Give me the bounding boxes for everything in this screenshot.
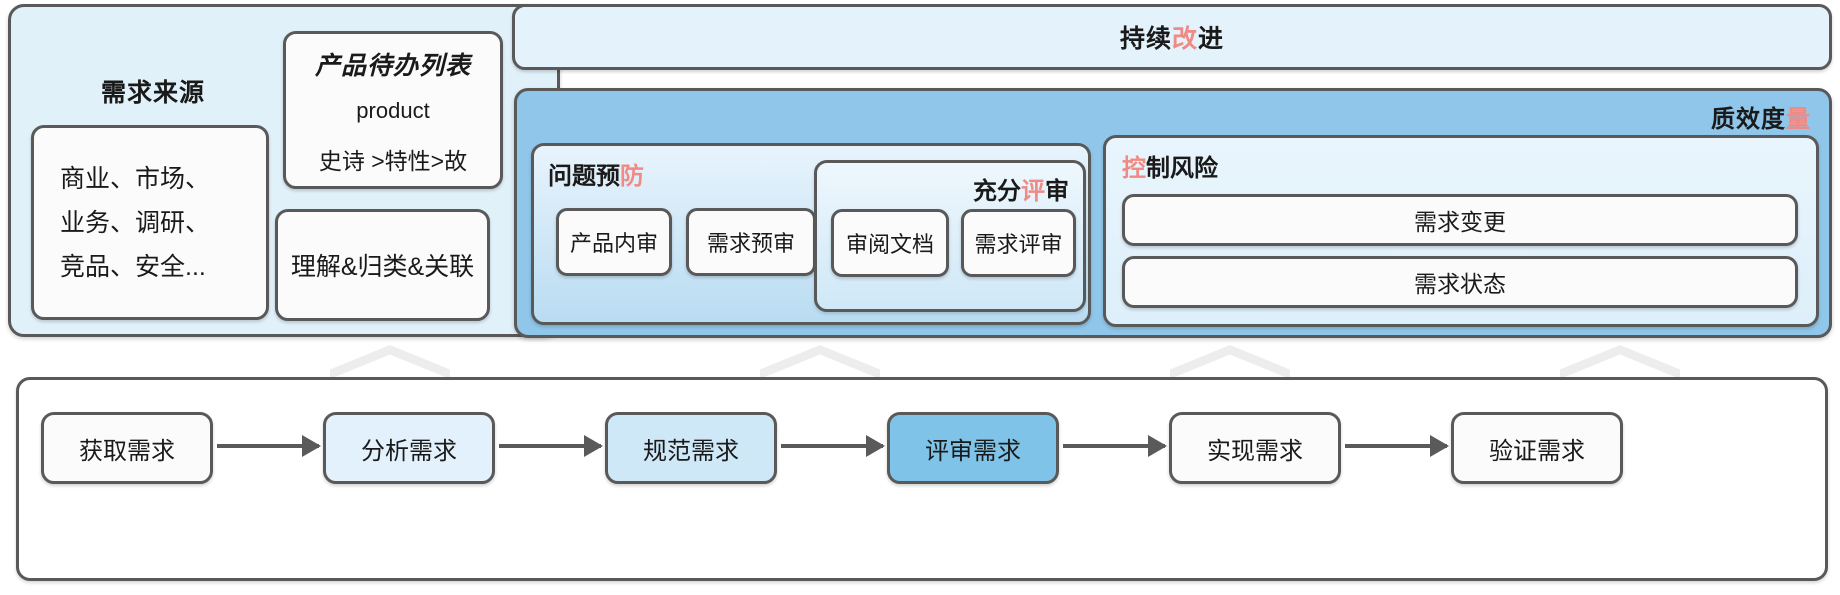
risk-control-box: 控制风险 需求变更 需求状态 xyxy=(1103,135,1819,327)
chip-product-internal-review[interactable]: 产品内审 xyxy=(556,208,672,276)
product-backlog-box: 产品待办列表 product 史诗 >特性>故 xyxy=(283,31,503,189)
flow-arrow-1 xyxy=(217,435,321,457)
flow-step-review[interactable]: 评审需求 xyxy=(887,412,1059,484)
flow-arrow-3 xyxy=(781,435,885,457)
requirement-lifecycle-flow: 获取需求 分析需求 规范需求 评审需求 实现需求 验证需求 xyxy=(16,377,1828,581)
flow-step-label: 评审需求 xyxy=(925,437,1021,465)
understand-classify-relate-box: 理解&归类&关联 xyxy=(275,209,490,321)
continuous-improvement-label: 持续改进 xyxy=(1119,25,1225,53)
chip-document-review[interactable]: 审阅文档 xyxy=(831,209,949,277)
sufficient-review-box: 充分评审 审阅文档 需求评审 xyxy=(814,160,1086,312)
requirement-source-title: 需求来源 xyxy=(100,79,205,107)
product-backlog-hierarchy: 史诗 >特性>故 xyxy=(318,148,468,174)
chip-label: 需求变更 xyxy=(1414,209,1506,235)
chip-requirement-change[interactable]: 需求变更 xyxy=(1122,194,1798,246)
problem-prevention-label: 问题预防 xyxy=(548,163,644,190)
chevron-up-icon xyxy=(1560,345,1680,379)
flow-step-label: 验证需求 xyxy=(1489,437,1585,465)
chip-label: 需求评审 xyxy=(974,232,1063,257)
source-line-1: 商业、市场、 xyxy=(60,164,211,193)
understand-label: 理解&归类&关联 xyxy=(290,253,475,281)
chip-label: 需求预审 xyxy=(706,231,795,256)
flow-step-label: 分析需求 xyxy=(361,437,457,465)
chip-label: 审阅文档 xyxy=(845,232,934,257)
chevron-up-icon xyxy=(760,345,880,379)
chip-requirement-status[interactable]: 需求状态 xyxy=(1122,256,1798,308)
chip-label: 需求状态 xyxy=(1414,271,1506,297)
quality-measurement-panel: 质效度量 问题预防 产品内审 需求预审 充分评审 审阅文档 需求评审 xyxy=(514,88,1832,338)
sufficient-review-label: 充分评审 xyxy=(973,178,1069,205)
flow-step-acquire[interactable]: 获取需求 xyxy=(41,412,213,484)
flow-step-label: 实现需求 xyxy=(1207,437,1303,465)
problem-prevention-box: 问题预防 产品内审 需求预审 充分评审 审阅文档 需求评审 xyxy=(531,143,1091,325)
chip-requirement-pre-review[interactable]: 需求预审 xyxy=(686,208,816,276)
product-backlog-title: 产品待办列表 xyxy=(314,52,471,80)
flow-step-specify[interactable]: 规范需求 xyxy=(605,412,777,484)
product-backlog-subtitle: product xyxy=(356,98,430,123)
requirement-source-list-box: 商业、市场、 业务、调研、 竞品、安全... xyxy=(31,125,269,320)
chip-requirement-review[interactable]: 需求评审 xyxy=(961,209,1076,277)
flow-step-label: 获取需求 xyxy=(79,437,175,465)
source-line-3: 竞品、安全... xyxy=(60,252,206,281)
flow-step-label: 规范需求 xyxy=(643,437,739,465)
flow-arrow-5 xyxy=(1345,435,1449,457)
risk-control-label: 控制风险 xyxy=(1122,155,1218,182)
chip-label: 产品内审 xyxy=(569,231,658,256)
chevron-up-icon xyxy=(1170,345,1290,379)
requirement-source-panel: 需求来源 商业、市场、 业务、调研、 竞品、安全... 产品待办列表 produ… xyxy=(8,4,560,337)
flow-arrow-2 xyxy=(499,435,603,457)
flow-step-verify[interactable]: 验证需求 xyxy=(1451,412,1623,484)
source-line-2: 业务、调研、 xyxy=(60,208,211,237)
continuous-improvement-banner: 持续改进 xyxy=(512,4,1832,70)
quality-measurement-label: 质效度量 xyxy=(1711,106,1811,133)
flow-step-analyze[interactable]: 分析需求 xyxy=(323,412,495,484)
chevron-up-icon xyxy=(330,345,450,379)
flow-step-implement[interactable]: 实现需求 xyxy=(1169,412,1341,484)
flow-arrow-4 xyxy=(1063,435,1167,457)
